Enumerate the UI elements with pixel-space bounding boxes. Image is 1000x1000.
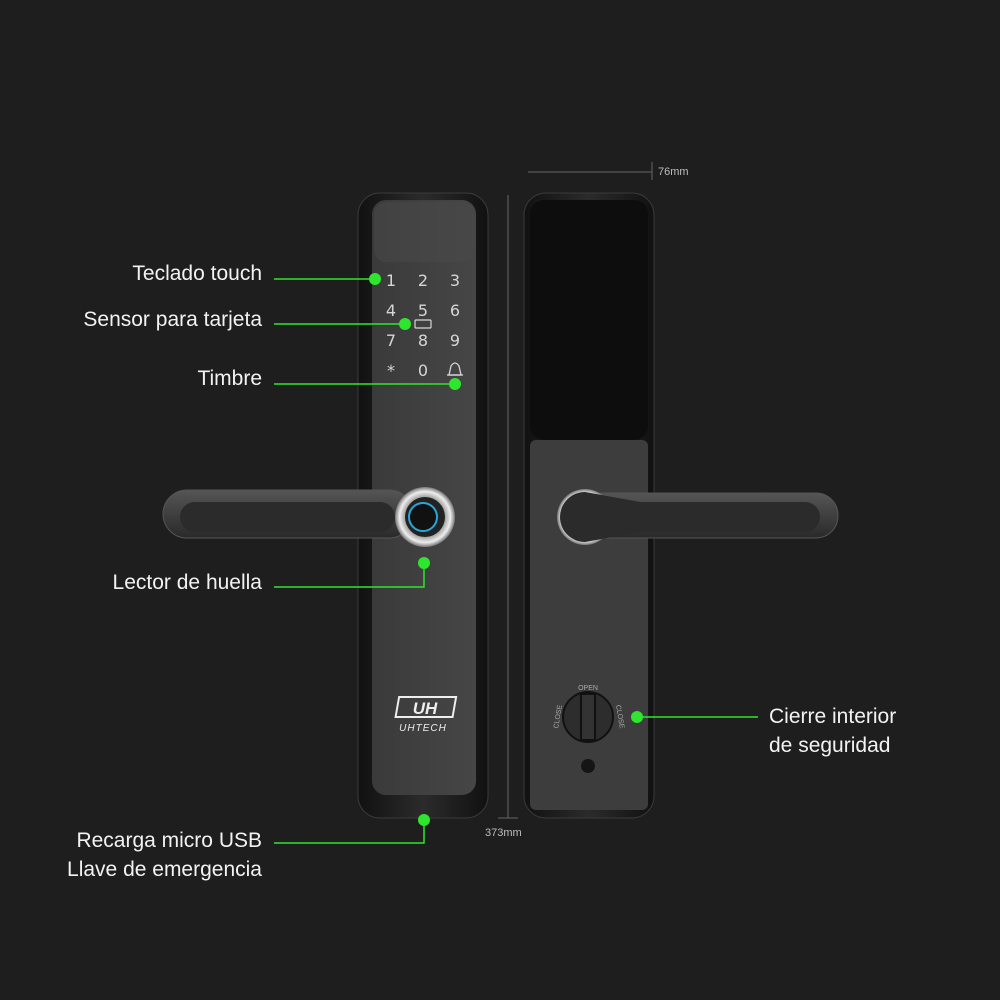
callout-emergency-key: Llave de emergencia	[67, 858, 262, 881]
key-0: 0	[418, 361, 428, 380]
brand-name: UHTECH	[399, 723, 447, 734]
logo-mark: UH	[413, 699, 438, 718]
callout-inner-lock-line2: de seguridad	[769, 734, 891, 757]
uhtech-logo: UH UHTECH	[394, 696, 458, 734]
callout-lines	[274, 278, 758, 844]
thumbturn-open-label: OPEN	[578, 685, 598, 692]
keypad: 1 2 3 4 5 6 7 8 9 * 0	[386, 271, 463, 380]
callout-doorbell: Timbre	[197, 367, 262, 390]
key-4: 4	[386, 301, 396, 320]
key-1: 1	[386, 271, 396, 290]
height-dimension-label: 373mm	[485, 827, 522, 839]
keyhole	[581, 759, 595, 773]
key-2: 2	[418, 271, 428, 290]
fingerprint-sensor-icon	[408, 502, 438, 532]
card-icon	[414, 319, 432, 329]
thumbturn-close-left-label: CLOSE	[553, 704, 564, 729]
key-7: 7	[386, 331, 396, 350]
key-8: 8	[418, 331, 428, 350]
callout-usb-charging: Recarga micro USB	[76, 829, 262, 852]
back-handle	[557, 489, 839, 545]
thumbturn-close-right-label: CLOSE	[614, 704, 625, 729]
bell-icon	[447, 362, 463, 376]
width-dimension-label: 76mm	[658, 166, 689, 178]
key-3: 3	[450, 271, 460, 290]
key-9: 9	[450, 331, 460, 350]
callout-dots	[369, 273, 643, 826]
key-star: *	[387, 361, 395, 380]
front-handle	[162, 487, 455, 547]
thumbturn: OPEN CLOSE CLOSE	[553, 685, 625, 773]
callout-keypad: Teclado touch	[132, 262, 262, 285]
dimension-lines	[498, 162, 653, 819]
callout-card-sensor: Sensor para tarjeta	[83, 308, 262, 331]
key-6: 6	[450, 301, 460, 320]
callout-inner-lock-line1: Cierre interior	[769, 705, 897, 728]
callout-fingerprint: Lector de huella	[112, 571, 262, 594]
key-5: 5	[418, 301, 428, 320]
